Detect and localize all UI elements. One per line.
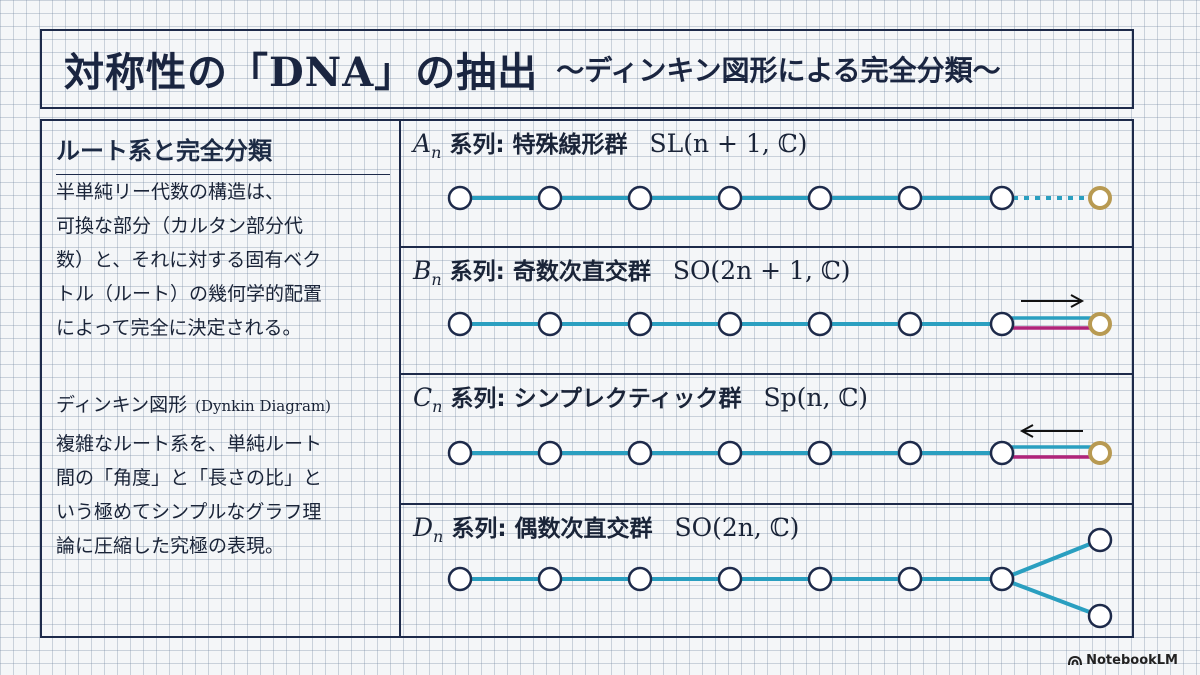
dynkin-subheading: ディンキン図形 (Dynkin Diagram): [56, 390, 331, 417]
dynkin-diagram-a: [447, 185, 1112, 211]
dynkin-subheading-en: (Dynkin Diagram): [195, 397, 331, 415]
panel-d-title: Dn 系列: 偶数次直交群 SO(2n, ℂ): [413, 513, 800, 546]
panel-d-series: Dn 系列: 偶数次直交群 SO(2n, ℂ): [401, 505, 1133, 636]
page-title: 対称性の「DNA」の抽出: [64, 49, 539, 96]
panel-c-title: Cn 系列: シンプレクティック群 Sp(n, ℂ): [413, 383, 869, 416]
explanation-paragraph: 半単純リー代数の構造は、 可換な部分（カルタン部分代 数）と、それに対する固有ベ…: [56, 181, 323, 339]
title-box: 対称性の「DNA」の抽出 〜ディンキン図形による完全分類〜: [40, 29, 1134, 109]
dynkin-subheading-jp: ディンキン図形: [56, 394, 188, 416]
brand-name: NotebookLM: [1086, 653, 1178, 668]
dynkin-paragraph: 複雑なルート系を、単純ルート 間の「角度」と「長さの比」と いう極めてシンプルな…: [56, 433, 323, 557]
notebooklm-icon: [1068, 655, 1083, 666]
panel-c-series: Cn 系列: シンプレクティック群 Sp(n, ℂ): [401, 375, 1133, 505]
panel-a-series: An 系列: 特殊線形群 SL(n + 1, ℂ): [401, 121, 1133, 248]
arrow-right-icon: [1021, 294, 1085, 308]
dynkin-diagram-c: [447, 424, 1112, 466]
content-frame: ルート系と完全分類 半単純リー代数の構造は、 可換な部分（カルタン部分代 数）と…: [40, 119, 1134, 638]
notebooklm-logo: NotebookLM: [1068, 653, 1178, 668]
page-subtitle: 〜ディンキン図形による完全分類〜: [556, 54, 1001, 87]
panel-a-title: An 系列: 特殊線形群 SL(n + 1, ℂ): [413, 129, 808, 162]
explanation-heading: ルート系と完全分類: [56, 131, 390, 175]
dynkin-diagram-d: [447, 527, 1113, 629]
panel-b-title: Bn 系列: 奇数次直交群 SO(2n + 1, ℂ): [413, 256, 851, 289]
explanation-column: ルート系と完全分類 半単純リー代数の構造は、 可換な部分（カルタン部分代 数）と…: [42, 121, 401, 636]
arrow-left-icon: [1019, 424, 1083, 438]
dynkin-diagram-b: [447, 294, 1112, 337]
panel-b-series: Bn 系列: 奇数次直交群 SO(2n + 1, ℂ): [401, 248, 1133, 375]
